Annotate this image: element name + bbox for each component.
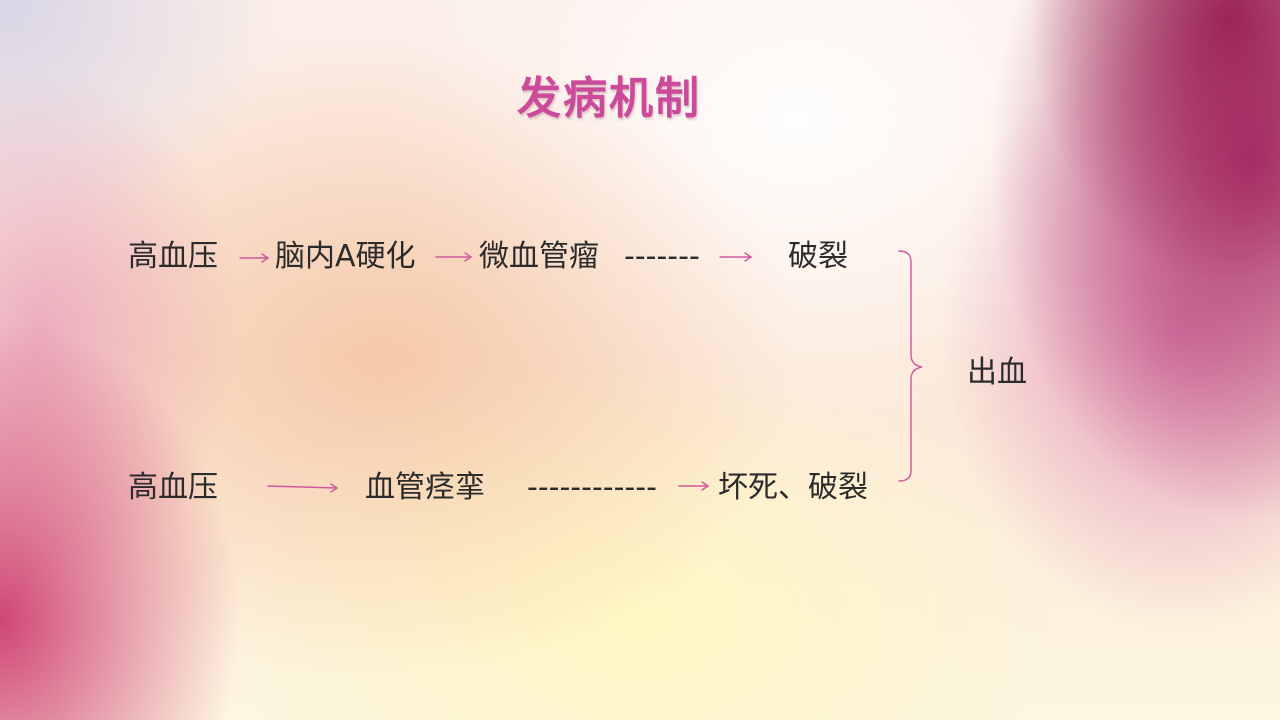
outcome-node-hemorrhage: 出血: [967, 355, 1027, 390]
row1-node-cerebral-arteriosclerosis: 脑内A硬化: [275, 239, 416, 274]
row2-node-vasospasm: 血管痉挛: [365, 470, 485, 505]
arrow-row2-2: [678, 481, 710, 491]
arrow-row1-3: [719, 252, 753, 262]
right-brace: [898, 250, 923, 482]
slide-title: 发病机制: [517, 73, 701, 124]
row1-node-hypertension: 高血压: [128, 239, 218, 274]
row1-dashed-connector: -------: [624, 239, 700, 274]
arrow-row2-1: [267, 483, 339, 493]
arrow-row1-2: [435, 252, 473, 262]
row1-node-microaneurysm: 微血管瘤: [479, 239, 599, 274]
row1-node-rupture: 破裂: [788, 239, 848, 274]
row2-node-necrosis-rupture: 坏死、破裂: [718, 470, 868, 505]
arrow-row1-1: [239, 253, 270, 263]
row2-dashed-connector: ------------: [527, 470, 657, 505]
row2-node-hypertension: 高血压: [128, 470, 218, 505]
